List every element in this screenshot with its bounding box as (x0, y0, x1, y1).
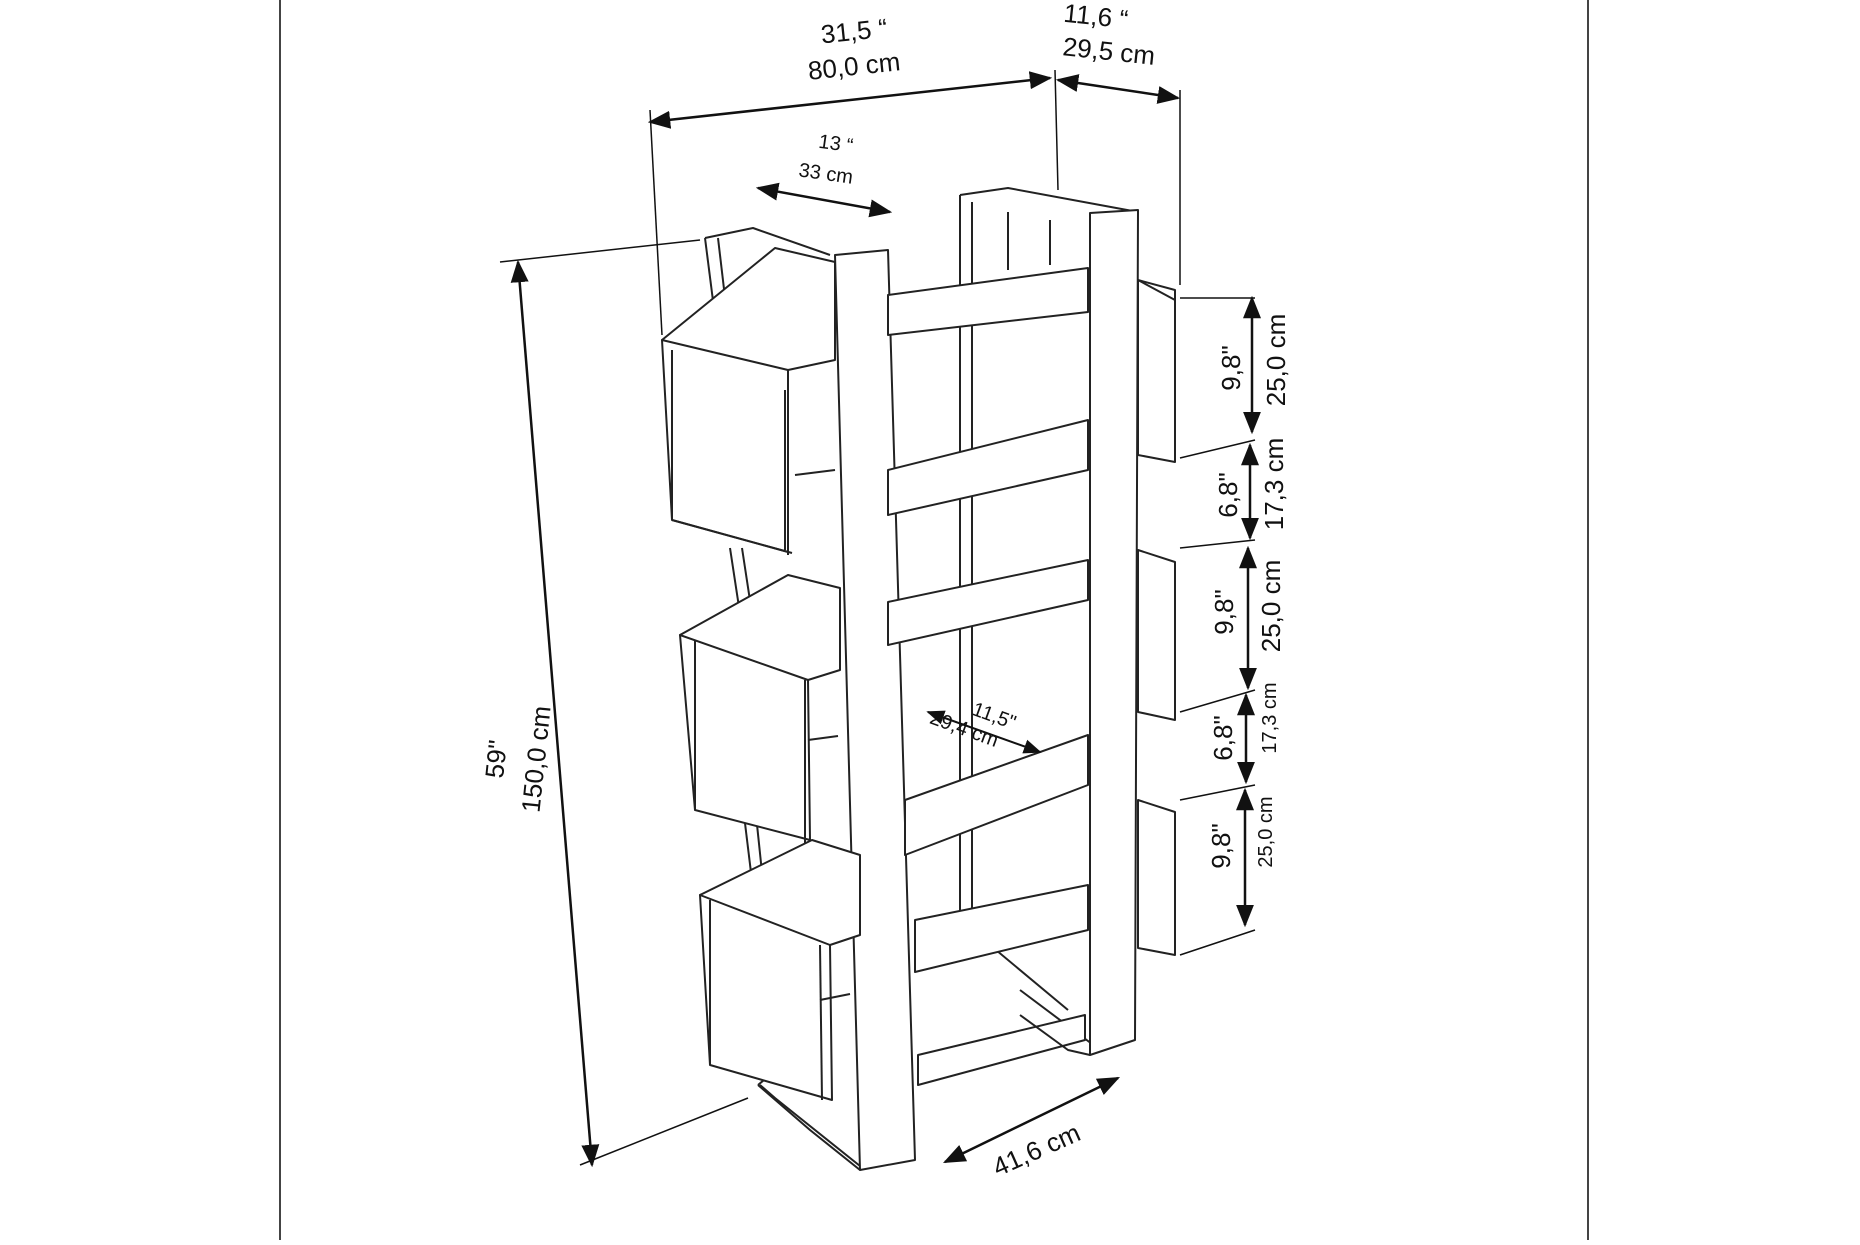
cube-width-in-label: 13 “ (817, 131, 854, 158)
side-dim-3-cm: 25,0 cm (1256, 560, 1286, 653)
width-arrow (647, 71, 1053, 129)
cube-width-cm-label: 33 cm (797, 159, 854, 188)
height-cm-label: 150,0 cm (516, 704, 557, 814)
base-arrow (942, 1076, 1121, 1164)
depth-in-label: 11,6 “ (1062, 0, 1129, 34)
side-dim-5-in: 9,8" (1206, 823, 1236, 868)
side-dim-1-in: 9,8" (1216, 345, 1246, 390)
height-arrow (510, 259, 600, 1168)
base-label: 41,6 cm (988, 1117, 1085, 1182)
total-width-cm-label: 80,0 cm (806, 46, 901, 86)
depth-arrow (1055, 74, 1181, 104)
side-dim-3-in: 9,8" (1209, 589, 1239, 634)
inner-depth-arrow (926, 710, 1042, 754)
total-width-in-label: 31,5 “ (819, 13, 888, 50)
side-dim-4-in: 6,8" (1208, 715, 1238, 760)
side-dim-1-cm: 25,0 cm (1261, 314, 1291, 407)
depth-cm-label: 29,5 cm (1061, 31, 1156, 71)
side-dim-5-cm: 25,0 cm (1255, 796, 1277, 867)
bookshelf-drawing (661, 187, 1176, 1171)
side-dim-4-cm: 17,3 cm (1259, 682, 1281, 753)
side-dim-2-cm: 17,3 cm (1259, 438, 1289, 531)
cube-width-arrow (755, 182, 893, 218)
side-dim-2-in: 6,8" (1213, 472, 1243, 517)
height-in-label: 59" (479, 739, 513, 780)
dimension-lines (499, 69, 1261, 1168)
